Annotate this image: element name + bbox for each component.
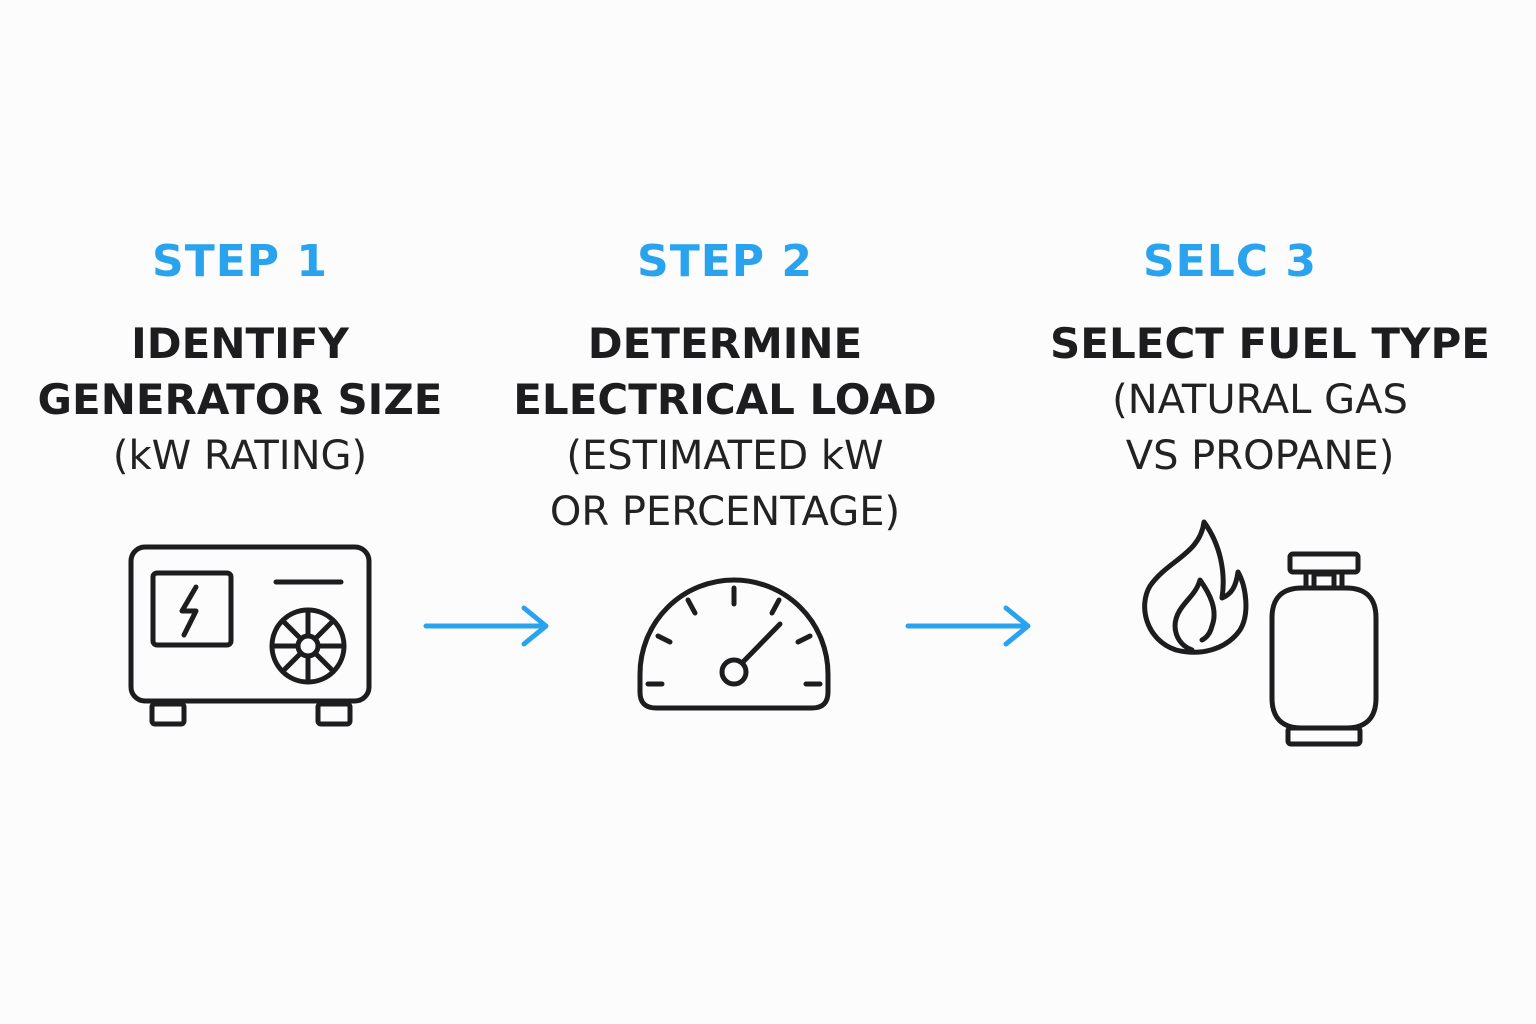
step-1-detail-line-1: (kW RATING) xyxy=(112,433,368,479)
step-1: STEP 1 IDENTIFY GENERATOR SIZE (kW RATIN… xyxy=(20,236,460,484)
step-2: STEP 2 DETERMINE ELECTRICAL LOAD (ESTIMA… xyxy=(500,236,950,540)
step-3-label: SELC 3 xyxy=(1142,236,1317,287)
step-2-title: DETERMINE ELECTRICAL LOAD xyxy=(500,316,950,428)
step-1-title-line-2: GENERATOR SIZE xyxy=(37,375,443,424)
step-2-label: STEP 2 xyxy=(637,236,813,287)
step-3-detail-line-2: VS PROPANE) xyxy=(1125,433,1395,479)
step-3: SELC 3 SELECT FUEL TYPE (NATURAL GAS VS … xyxy=(1030,236,1510,484)
step-1-title: IDENTIFY GENERATOR SIZE xyxy=(20,316,460,428)
step-2-detail-line-2: OR PERCENTAGE) xyxy=(549,489,901,535)
step-3-title: SELECT FUEL TYPE xyxy=(1030,316,1510,372)
arrow-right-icon xyxy=(423,605,549,647)
gauge-icon xyxy=(637,577,831,711)
step-2-detail-line-1: (ESTIMATED kW xyxy=(566,433,884,479)
step-2-title-line-2: ELECTRICAL LOAD xyxy=(513,375,937,424)
generator-icon xyxy=(128,544,372,727)
arrow-right-icon xyxy=(905,605,1031,647)
step-1-detail: (kW RATING) xyxy=(20,428,460,484)
step-1-title-line-1: IDENTIFY xyxy=(131,319,349,368)
step-3-detail-line-1: (NATURAL GAS xyxy=(1112,377,1408,423)
step-3-detail: (NATURAL GAS VS PROPANE) xyxy=(1010,372,1510,484)
propane-tank-icon xyxy=(1269,551,1379,747)
flame-icon xyxy=(1142,519,1249,655)
step-2-title-line-1: DETERMINE xyxy=(587,319,863,368)
step-3-title-line-1: SELECT FUEL TYPE xyxy=(1050,319,1490,368)
step-1-label: STEP 1 xyxy=(152,236,328,287)
step-2-detail: (ESTIMATED kW OR PERCENTAGE) xyxy=(500,428,950,540)
